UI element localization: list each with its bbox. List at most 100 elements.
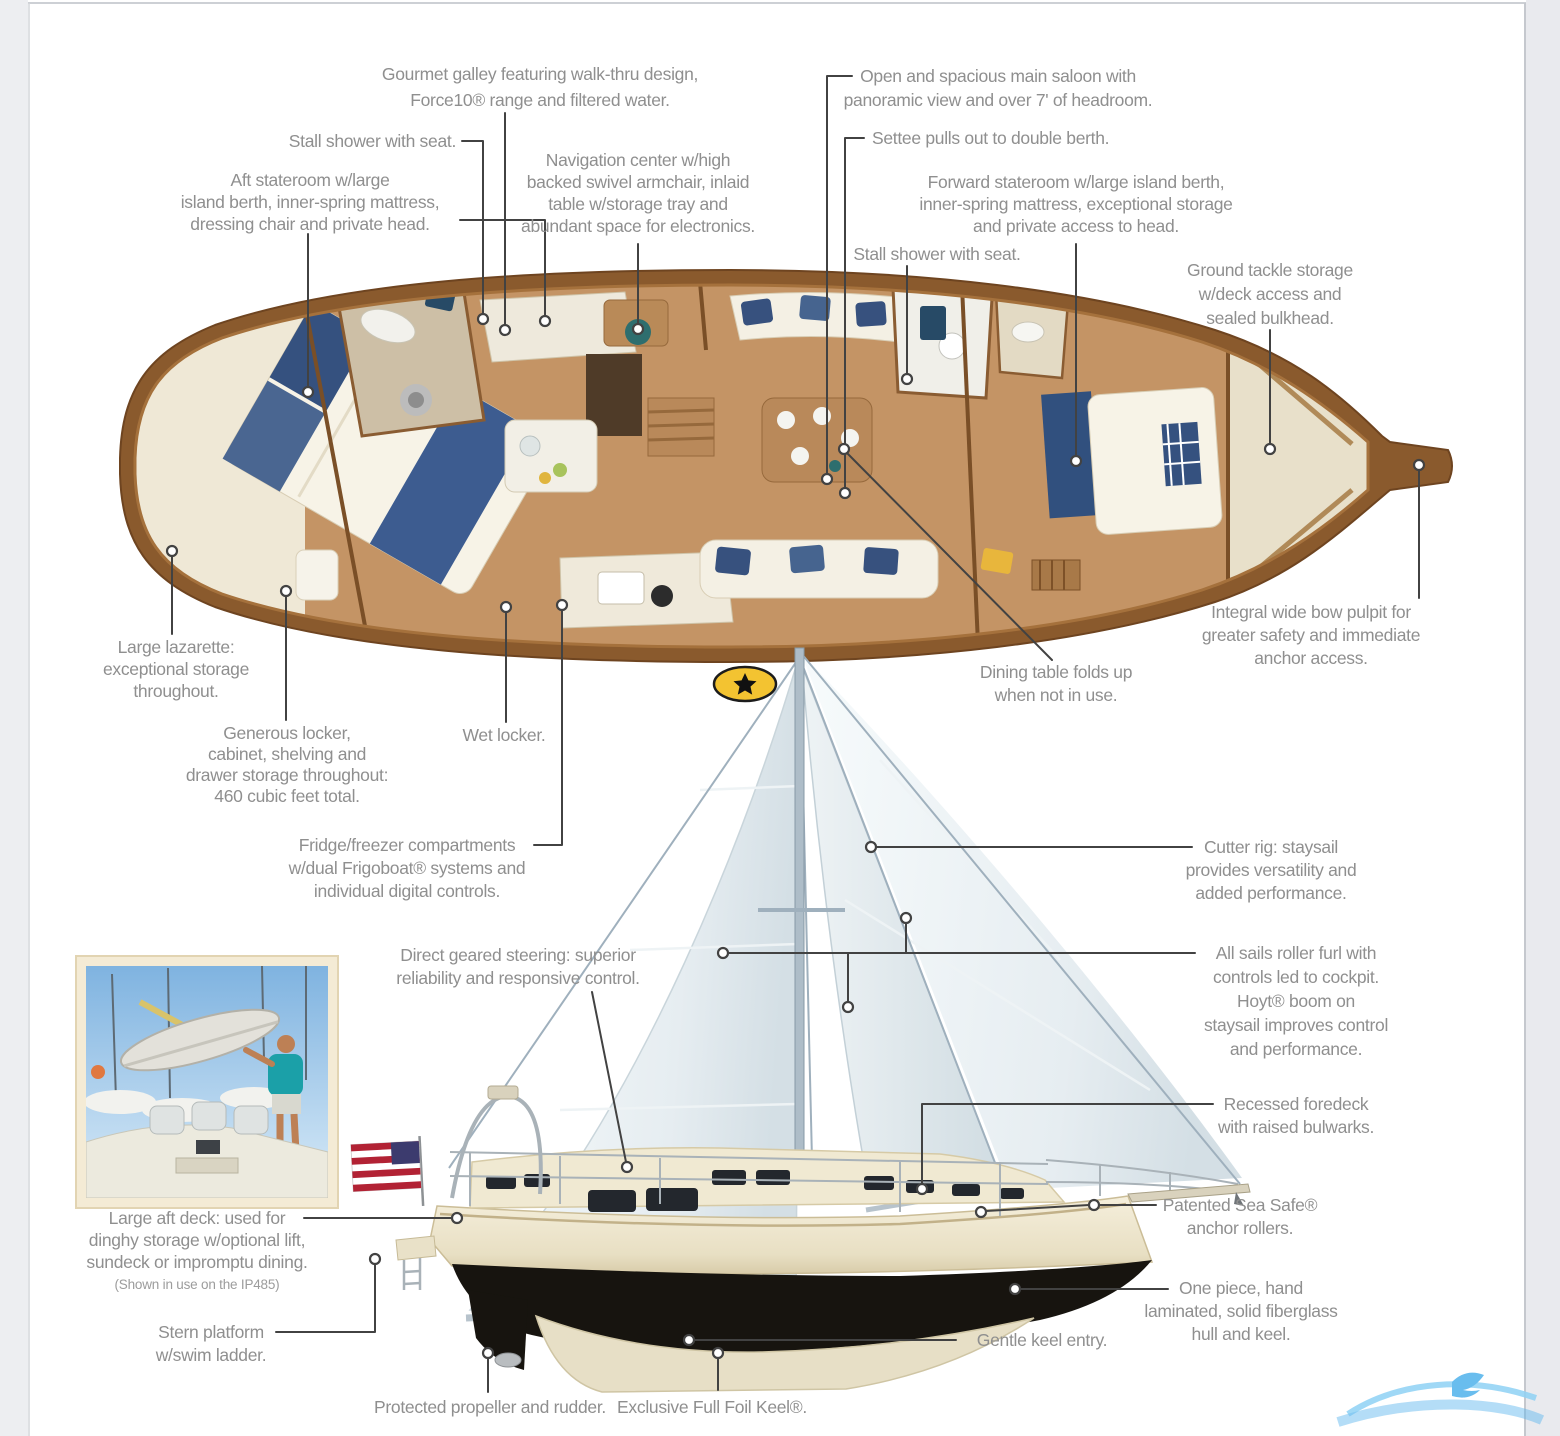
callout-text: with raised bulwarks. <box>1217 1117 1374 1137</box>
sail-star-logo-icon <box>712 665 778 703</box>
leader-stern-platform <box>275 1263 376 1333</box>
callout-text: Gourmet galley featuring walk-thru desig… <box>382 64 698 84</box>
plan-crate <box>1031 559 1081 591</box>
callout-galley: Gourmet galley featuring walk-thru desig… <box>382 64 698 110</box>
us-flag-icon <box>350 1135 425 1207</box>
callout-fridge-freezer: Fridge/freezer compartments w/dual Frigo… <box>288 835 526 901</box>
plan-interior <box>135 285 1368 647</box>
plan-inner-rim <box>133 283 1370 649</box>
leader-dining-table <box>846 452 1053 661</box>
leader-steering <box>591 991 627 1163</box>
plan-fridge-cabinet <box>586 354 642 436</box>
swim-ladder <box>402 1258 422 1290</box>
callout-aft-deck: Large aft deck: used for dinghy storage … <box>86 1208 307 1292</box>
callout-text: Force10® range and filtered water. <box>410 90 670 110</box>
callout-stern-platform: Stern platform w/swim ladder. <box>155 1322 267 1365</box>
callout-text: Cutter rig: staysail <box>1204 837 1338 857</box>
callout-text: Large lazarette: <box>118 637 235 657</box>
photo-content <box>86 966 328 1198</box>
callout-text: Wet locker. <box>463 725 546 745</box>
callout-foredeck: Recessed foredeck with raised bulwarks. <box>1217 1094 1374 1137</box>
plan-yellow-bag <box>980 548 1014 574</box>
callout-stall-shower-aft: Stall shower with seat. <box>289 131 457 151</box>
callout-text: Gentle keel entry. <box>977 1330 1107 1350</box>
callout-forward-stateroom: Forward stateroom w/large island berth, … <box>919 172 1233 236</box>
callout-lockers: Generous locker, cabinet, shelving and d… <box>186 723 389 806</box>
callout-text: anchor rollers. <box>1187 1218 1293 1238</box>
stern-platform-shape <box>395 1235 437 1261</box>
callout-lazarette: Large lazarette: exceptional storage thr… <box>103 637 249 701</box>
callout-text: Dining table folds up <box>980 662 1132 682</box>
cabin-windows <box>486 1170 1024 1212</box>
plan-bulkheads <box>301 285 1230 645</box>
callout-text: Stall shower with seat. <box>289 131 456 151</box>
full-foil-keel <box>534 1314 1035 1393</box>
callout-text: staysail improves control <box>1204 1015 1388 1035</box>
callout-ground-tackle: Ground tackle storage w/deck access and … <box>1187 260 1353 328</box>
callout-text: panoramic view and over 7' of headroom. <box>844 90 1153 110</box>
callout-text: Stall shower with seat. <box>853 244 1020 264</box>
aft-deck-photo-inset <box>75 955 339 1209</box>
callout-text: added performance. <box>1195 883 1346 903</box>
leader-rings <box>165 312 1426 1360</box>
right-edge-strip <box>1526 0 1560 1436</box>
callout-steering: Direct geared steering: superior reliabi… <box>396 945 640 988</box>
callout-text: individual digital controls. <box>314 881 500 901</box>
leader-foredeck <box>921 1103 1214 1185</box>
callout-bow-pulpit: Integral wide bow pulpit for greater saf… <box>1202 602 1421 668</box>
callout-text: w/dual Frigoboat® systems and <box>288 858 526 878</box>
callout-text: table w/storage tray and <box>548 194 728 214</box>
callout-text: and private access to head. <box>973 216 1179 236</box>
callout-text: abundant space for electronics. <box>521 216 755 236</box>
callout-text: reliability and responsive control. <box>396 968 639 988</box>
plan-galley-counter-top <box>479 291 637 363</box>
callout-text: sundeck or impromptu dining. <box>86 1252 307 1272</box>
callout-note: (Shown in use on the IP485) <box>115 1277 280 1292</box>
callout-text: laminated, solid fiberglass <box>1144 1301 1338 1321</box>
callout-text: exceptional storage <box>103 659 249 679</box>
callout-text: island berth, inner-spring mattress, <box>181 192 440 212</box>
sailboat-profile <box>350 647 1251 1393</box>
callout-text: anchor access. <box>1254 648 1368 668</box>
photo-fitting <box>196 1140 220 1154</box>
callout-text: Forward stateroom w/large island berth, <box>928 172 1225 192</box>
leader-main-saloon <box>826 75 853 475</box>
propeller-shape <box>494 1352 522 1368</box>
callout-text: Large aft deck: used for <box>109 1208 286 1228</box>
callout-wet-locker: Wet locker. <box>463 725 546 745</box>
callout-text: Integral wide bow pulpit for <box>1211 602 1411 622</box>
callout-text: Recessed foredeck <box>1224 1094 1369 1114</box>
callout-text: All sails roller furl with <box>1216 943 1376 963</box>
callout-text: Protected propeller and rudder. <box>374 1397 606 1417</box>
leader-settee <box>844 137 865 489</box>
photo-seatbacks <box>149 1101 269 1135</box>
callout-text: inner-spring mattress, exceptional stora… <box>919 194 1232 214</box>
anchor-icon <box>1234 1192 1244 1206</box>
photo-buoy <box>91 1065 105 1079</box>
callout-keel-entry: Gentle keel entry. <box>977 1330 1108 1350</box>
leader-sea-safe <box>985 1204 1157 1212</box>
arch-instrument <box>487 1085 519 1100</box>
callout-text: when not in use. <box>994 685 1118 705</box>
plan-steps <box>647 397 715 457</box>
plan-stern-seat <box>295 549 339 601</box>
callout-stall-shower-fwd: Stall shower with seat. <box>853 244 1021 264</box>
callout-settee: Settee pulls out to double berth. <box>872 128 1110 148</box>
callout-text: Open and spacious main saloon with <box>860 66 1136 86</box>
callout-text: backed swivel armchair, inlaid <box>527 172 750 192</box>
callout-propeller: Protected propeller and rudder. <box>374 1397 606 1417</box>
callout-text: drawer storage throughout: <box>186 765 388 785</box>
callout-text: w/deck access and <box>1198 284 1342 304</box>
callout-text: throughout. <box>133 681 218 701</box>
callout-text: One piece, hand <box>1179 1278 1303 1298</box>
callout-text: Stern platform <box>158 1322 264 1342</box>
mast <box>794 647 805 1199</box>
sail-seams <box>559 759 1151 1112</box>
callout-foil-keel: Exclusive Full Foil Keel®. <box>617 1397 807 1417</box>
leader-lines <box>171 75 1420 1393</box>
callout-text: w/swim ladder. <box>155 1345 267 1365</box>
sheer-stripe <box>439 1202 1127 1227</box>
anchor-roller-platform <box>1127 1183 1251 1203</box>
left-edge-strip <box>0 0 28 1436</box>
